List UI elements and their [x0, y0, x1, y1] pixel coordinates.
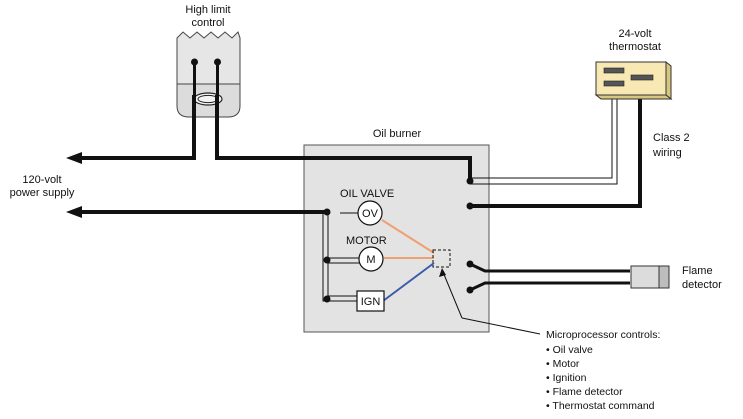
micro-controls-title: Microprocessor controls: [546, 329, 660, 341]
class2-label-line2: wiring [652, 147, 682, 159]
micro-controls-item-flame-detector: • Flame detector [546, 386, 623, 398]
oil-burner-label: Oil burner [373, 128, 422, 140]
flame-detector-leads [469, 262, 630, 292]
oil-valve-label: OIL VALVE [340, 188, 394, 200]
microprocessor-box [432, 249, 451, 268]
class2-label-line1: Class 2 [653, 132, 690, 144]
high-limit-control [176, 31, 241, 118]
microprocessor-leader [442, 271, 463, 319]
power-supply-label-line1: 120-volt [22, 174, 61, 186]
high-limit-label-line2: control [191, 17, 224, 29]
micro-controls-item-oil-valve: • Oil valve [546, 344, 593, 356]
motor-label: MOTOR [346, 235, 387, 247]
microprocessor-leader-arrow [439, 268, 446, 277]
power-supply-label-line2: power supply [10, 187, 75, 199]
motor-component: M [358, 246, 384, 272]
ignition-component: IGN [356, 290, 385, 312]
flame-detector-label-line2: detector [682, 279, 722, 291]
m-label: M [366, 254, 375, 266]
thermostat-label-line2: thermostat [609, 41, 661, 53]
ign-label: IGN [361, 296, 381, 308]
class2-wire [470, 95, 618, 185]
power-wires [78, 95, 642, 214]
terminals [323, 177, 474, 303]
oil-burner-box [303, 144, 490, 333]
oil-valve-component: OV [357, 200, 383, 226]
oil-valve-control-wire [381, 219, 435, 254]
supply-arrow-lower [66, 206, 82, 218]
ov-label: OV [362, 208, 379, 220]
flame-detector-cap [658, 265, 670, 289]
microprocessor-leader-tail [461, 317, 541, 335]
supply-arrow-upper [66, 152, 82, 164]
micro-controls-item-motor: • Motor [546, 358, 580, 370]
thermostat-unit [594, 60, 673, 101]
high-limit-label-line1: High limit [185, 4, 230, 16]
ignition-control-wire [382, 262, 435, 302]
thermostat-label-line1: 24-volt [618, 28, 651, 40]
micro-controls-item-ignition: • Ignition [546, 372, 587, 384]
flame-detector-body [630, 265, 660, 289]
flame-detector-label-line1: Flame [682, 265, 713, 277]
micro-controls-item-thermostat-command: • Thermostat command [546, 400, 655, 412]
